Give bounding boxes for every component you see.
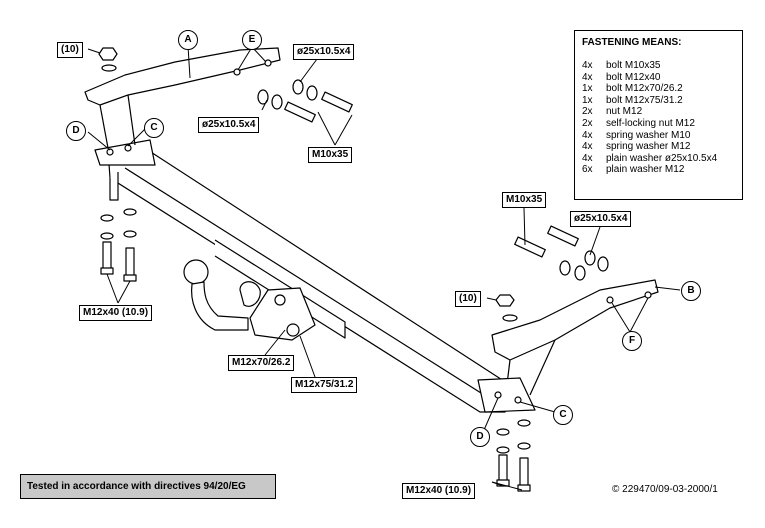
label-ten-left: (10) [57, 42, 83, 58]
ball-mount-bracket [249, 287, 316, 341]
label-m12x40-left: M12x40 (10.9) [79, 305, 153, 321]
fastening-qty: 4x [582, 60, 593, 71]
fastening-qty: 1x [582, 94, 593, 106]
fastening-row: 2x nut M12 [582, 106, 742, 118]
fastening-row: 4x plain washer ø25x10.5x4 [582, 153, 742, 165]
fastening-desc: bolt M12x40 [606, 71, 661, 83]
fastening-desc: plain washer ø25x10.5x4 [606, 152, 718, 164]
callout-e: E [242, 30, 262, 50]
fastening-row: 2x self-locking nut M12 [582, 118, 742, 130]
left-side-bracket [84, 47, 281, 149]
label-bolt-right: M10x35 [502, 192, 547, 208]
callout-c-left: C [144, 118, 164, 138]
fastening-title: FASTENING MEANS: [582, 37, 682, 48]
label-ten-right: (10) [455, 291, 481, 307]
fastening-desc: nut M12 [606, 106, 643, 118]
bottom-right-bolts [496, 419, 531, 492]
fastening-desc: bolt M12x75/31.2 [606, 94, 683, 106]
fastening-means-table: FASTENING MEANS: 4x bolt M10x35 4x bolt M12… [574, 30, 743, 200]
right-hardware [495, 225, 609, 322]
callout-f: F [622, 331, 642, 351]
fastening-row: 4x spring washer M10 [582, 130, 742, 142]
fastening-qty: 2x [582, 106, 593, 118]
tow-ball [183, 259, 261, 331]
fastening-qty: 2x [582, 117, 593, 129]
fastening-qty: 1x [582, 83, 593, 95]
fastening-qty: 4x [582, 152, 593, 164]
tested-note: Tested in accordance with directives 94/… [20, 474, 276, 499]
fastening-desc: bolt M10x35 [606, 60, 661, 71]
callout-d-right: D [470, 427, 490, 447]
label-bolt-top: M10x35 [308, 147, 353, 163]
label-washer-right: ø25x10.5x4 [570, 211, 632, 227]
label-m12x75: M12x75/31.2 [291, 377, 358, 393]
fastening-desc: plain washer M12 [606, 164, 685, 176]
fastening-desc: spring washer M12 [606, 141, 691, 153]
fastening-row: 6x plain washer M12 [582, 164, 742, 176]
copyright-note: © 229470/09-03-2000/1 [612, 484, 718, 495]
fastening-qty: 6x [582, 164, 593, 176]
label-washer-mid: ø25x10.5x4 [198, 117, 260, 133]
right-end-plate [477, 377, 536, 413]
label-m12x70: M12x70/26.2 [228, 355, 295, 371]
fastening-qty: 4x [582, 141, 593, 153]
callout-a: A [178, 30, 198, 50]
fastening-desc: bolt M12x70/26.2 [606, 83, 683, 95]
top-hardware [98, 47, 353, 123]
fastening-row: 4x bolt M10x35 [582, 60, 742, 72]
fastening-row: 4x bolt M12x40 [582, 72, 742, 84]
fastening-desc: spring washer M10 [606, 129, 691, 141]
left-end-plate [94, 139, 156, 166]
left-bolts [100, 208, 137, 282]
callout-b: B [681, 281, 701, 301]
main-cross-beam [107, 144, 511, 413]
label-m12x40-bottom: M12x40 (10.9) [402, 483, 476, 499]
fastening-row: 4x spring washer M12 [582, 141, 742, 153]
fastening-row: 1x bolt M12x75/31.2 [582, 95, 742, 107]
callout-d-left: D [66, 121, 86, 141]
fastening-row: 1x bolt M12x70/26.2 [582, 83, 742, 95]
fastening-list: 4x bolt M10x35 4x bolt M12x40 1x bolt M12x70/… [582, 60, 742, 176]
fastening-qty: 4x [582, 71, 593, 83]
fastening-desc: self-locking nut M12 [606, 117, 695, 129]
fastening-qty: 4x [582, 129, 593, 141]
label-washer-top: ø25x10.5x4 [293, 44, 355, 60]
callout-c-right: C [553, 405, 573, 425]
